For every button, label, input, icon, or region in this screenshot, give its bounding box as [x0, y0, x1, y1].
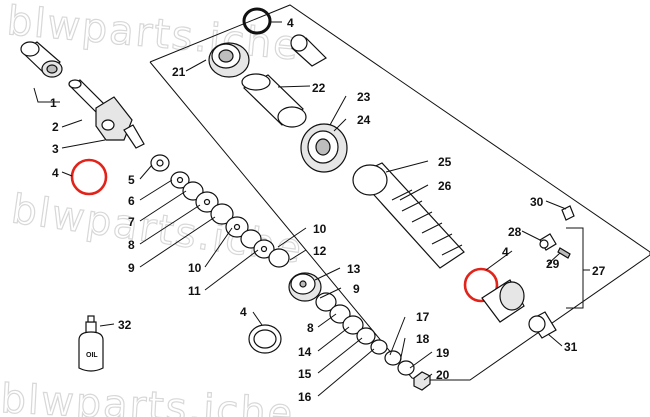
callout-9-lower: 9	[353, 282, 360, 296]
bushing-22	[241, 73, 307, 128]
callout-1: 1	[50, 96, 57, 110]
oil-bottle: OIL	[78, 315, 104, 372]
schrader-valve-28	[539, 233, 557, 251]
callout-25: 25	[438, 155, 452, 169]
shaft-assembly	[68, 79, 145, 149]
callout-31: 31	[564, 340, 578, 354]
callout-11: 11	[188, 284, 201, 298]
callout-22: 22	[312, 81, 326, 95]
shim-stack-upper	[170, 171, 290, 268]
valve-core-29	[557, 247, 571, 259]
callout-8-upper: 8	[128, 238, 135, 252]
callout-23: 23	[357, 90, 371, 104]
shock-body	[352, 162, 465, 269]
o-ring-lower-cap	[248, 324, 282, 354]
leader-lines	[33, 21, 590, 397]
shim-stack-lower	[315, 292, 431, 391]
callout-7: 7	[128, 215, 135, 229]
callout-2: 2	[52, 120, 59, 134]
callout-18: 18	[416, 332, 430, 346]
callout-32: 32	[118, 318, 132, 332]
sleeve-4-top	[290, 34, 327, 67]
callout-4-right: 4	[502, 245, 509, 259]
callout-4-lower: 4	[240, 305, 247, 319]
callout-10-left: 10	[188, 261, 202, 275]
spring-collar	[300, 123, 348, 173]
callout-20: 20	[436, 368, 450, 382]
eyelet-bushing	[20, 41, 63, 78]
callout-30: 30	[530, 195, 544, 209]
callout-28: 28	[508, 225, 522, 239]
callout-24: 24	[357, 113, 371, 127]
assembly-outline	[149, 4, 650, 381]
callout-13: 13	[347, 262, 361, 276]
callout-4-top: 4	[287, 16, 294, 30]
callout-labels: 1 2 3 4 4 4 4 5 6 7 8 8 9 9 10 10 11 12 …	[50, 16, 606, 404]
callout-15: 15	[298, 367, 312, 381]
o-ring-right	[463, 267, 499, 303]
o-ring-top	[242, 7, 272, 35]
callout-19: 19	[436, 346, 450, 360]
group-bracket-27	[566, 227, 584, 309]
callout-8-lower: 8	[307, 321, 314, 335]
bushing-31	[528, 311, 557, 339]
callout-10-right: 10	[313, 222, 327, 236]
callout-5: 5	[128, 173, 135, 187]
callout-4-left: 4	[52, 166, 59, 180]
callout-17: 17	[416, 310, 430, 324]
callout-27: 27	[592, 264, 606, 278]
watermark-middle: blwparts.iche	[9, 186, 306, 272]
watermark-bottom: blwparts.iche	[0, 376, 295, 417]
reservoir-end-cap	[481, 279, 525, 323]
piston	[288, 272, 322, 302]
washer-5	[150, 154, 170, 172]
bearing-cap-21	[208, 42, 250, 78]
callout-26: 26	[438, 179, 452, 193]
callout-29: 29	[546, 257, 560, 271]
callout-21: 21	[172, 65, 186, 79]
oil-bottle-label: OIL	[86, 352, 98, 359]
callout-16: 16	[298, 390, 312, 404]
callout-12: 12	[313, 244, 327, 258]
callout-3: 3	[52, 142, 59, 156]
callout-9-upper: 9	[128, 261, 135, 275]
callout-14: 14	[298, 345, 312, 359]
valve-cap-30	[561, 205, 575, 221]
o-ring-left	[70, 158, 108, 196]
callout-6: 6	[128, 194, 135, 208]
